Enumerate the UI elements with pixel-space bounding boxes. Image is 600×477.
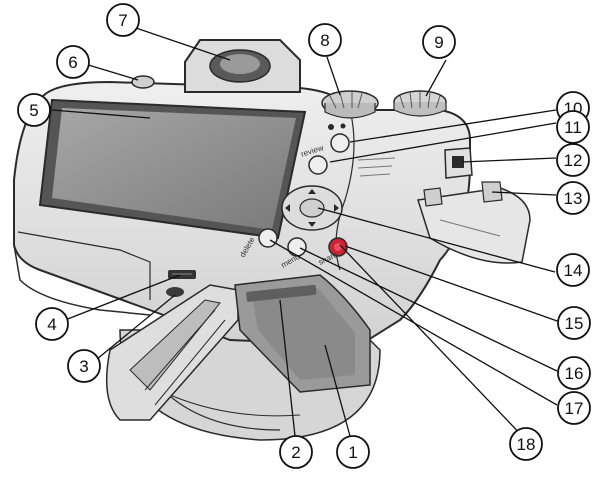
callout-9: 9 [422, 25, 456, 59]
callout-14: 14 [556, 253, 590, 287]
shutter-zoom-dial[interactable] [393, 90, 447, 117]
callout-2: 2 [279, 435, 313, 469]
callout-11: 11 [556, 110, 590, 144]
callout-circle [556, 181, 590, 215]
top-button[interactable] [330, 133, 350, 153]
callout-circle [67, 349, 101, 383]
callout-circle [557, 391, 591, 425]
tripod-socket [166, 287, 184, 297]
callout-number: 8 [320, 31, 329, 50]
callout-circle [556, 143, 590, 177]
callout-circle [557, 306, 591, 340]
callout-5: 5 [17, 93, 51, 127]
callout-number: 7 [118, 11, 127, 30]
callout-4: 4 [35, 307, 69, 341]
callout-number: 2 [291, 443, 300, 462]
callout-15: 15 [557, 306, 591, 340]
callout-circle [509, 427, 543, 461]
callout-6: 6 [56, 45, 90, 79]
delete-button[interactable] [258, 228, 278, 248]
callout-circle [35, 307, 69, 341]
callout-circle [556, 110, 590, 144]
battery-compartment-door[interactable] [105, 284, 239, 421]
callout-circle [336, 435, 370, 469]
callout-17: 17 [557, 391, 591, 425]
callout-number: 12 [564, 151, 583, 170]
leader-lines [51, 26, 561, 448]
callout-circle [422, 25, 456, 59]
callout-number: 13 [564, 189, 583, 208]
callout-number: 3 [79, 357, 88, 376]
callout-13: 13 [556, 181, 590, 215]
callout-number: 4 [47, 315, 56, 334]
connector-door[interactable] [417, 181, 531, 264]
callout-number: 14 [564, 261, 583, 280]
callout-number: 5 [29, 101, 38, 120]
callout-circle [556, 253, 590, 287]
diopter-button[interactable] [131, 75, 155, 89]
callout-number: 16 [565, 364, 584, 383]
callout-circle [106, 3, 140, 37]
battery-compartment [234, 274, 371, 393]
callout-circle [308, 23, 342, 57]
callout-3: 3 [67, 349, 101, 383]
mode-dial[interactable] [321, 90, 379, 119]
review-button[interactable] [308, 155, 328, 175]
callout-circle [17, 93, 51, 127]
callout-number: 11 [564, 118, 582, 137]
electronic-viewfinder [184, 39, 301, 93]
callout-7: 7 [106, 3, 140, 37]
callout-circle [557, 356, 591, 390]
callout-18: 18 [509, 427, 543, 461]
lcd-screen [38, 98, 307, 240]
callout-number: 15 [565, 314, 584, 333]
status-leds [328, 123, 346, 130]
callout-number: 9 [434, 33, 443, 52]
callout-12: 12 [556, 143, 590, 177]
callout-8: 8 [308, 23, 342, 57]
callout-number: 17 [565, 399, 584, 418]
callout-number: 6 [68, 53, 77, 72]
callout-16: 16 [557, 356, 591, 390]
callout-number: 18 [517, 435, 536, 454]
callout-circle [56, 45, 90, 79]
callout-number: 1 [348, 443, 357, 462]
printed-markings [357, 157, 396, 177]
four-way-controller[interactable] [281, 185, 343, 231]
strap-eyelet [444, 147, 473, 179]
callout-circle [279, 435, 313, 469]
callout-1: 1 [336, 435, 370, 469]
